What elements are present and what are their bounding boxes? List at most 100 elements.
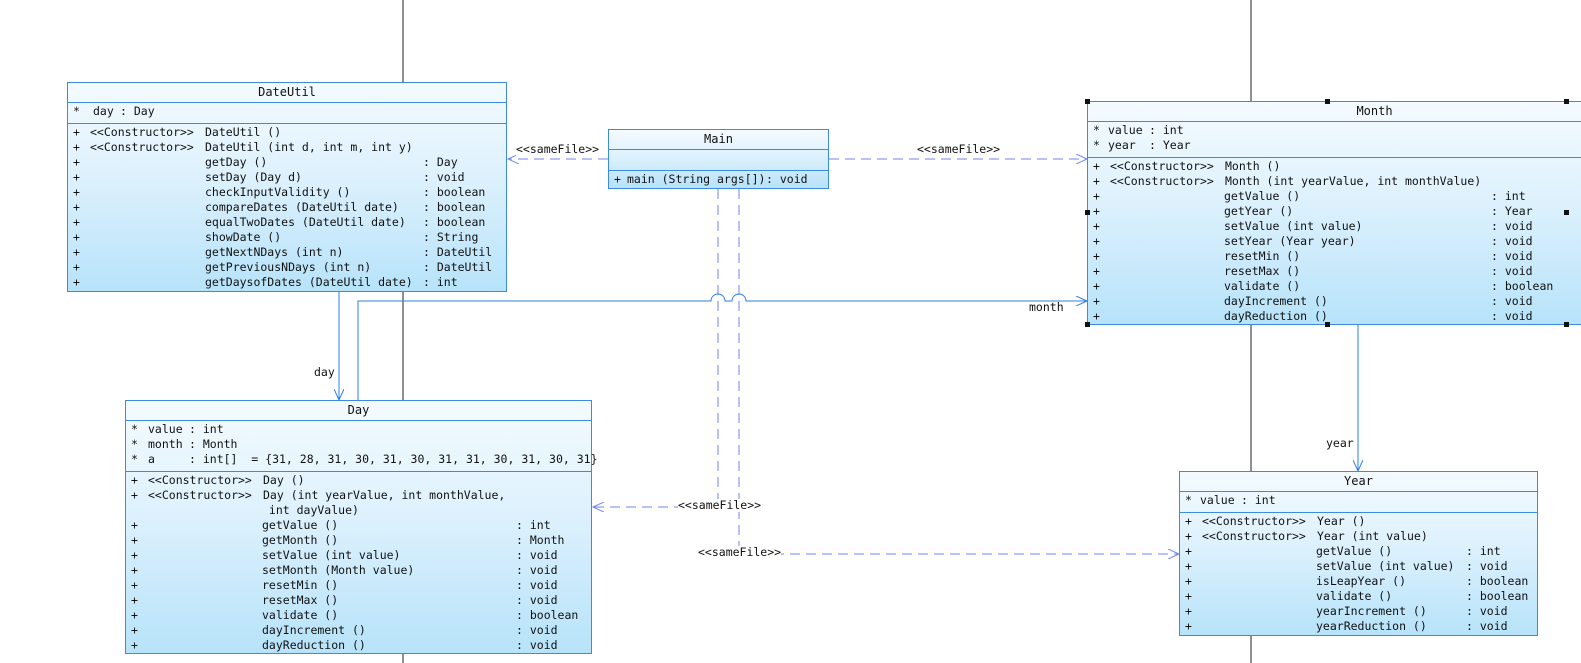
return-type: : void (516, 623, 558, 637)
return-type: : void (766, 172, 808, 186)
operation-row[interactable]: +setDay (Day d): void (68, 170, 506, 185)
return-type: : void (516, 638, 558, 652)
attribute-name: day (93, 104, 114, 118)
return-type: : int (423, 275, 458, 289)
visibility-marker: * (131, 437, 138, 451)
operation-row[interactable]: +resetMin (): void (126, 578, 591, 593)
selection-handle[interactable] (1325, 99, 1330, 104)
selection-handle[interactable] (1564, 99, 1569, 104)
operation-row[interactable]: +getDaysofDates (DateUtil date): int (68, 275, 506, 290)
visibility-marker: + (131, 638, 138, 652)
operation-row[interactable]: +yearReduction (): void (1180, 619, 1537, 634)
operation-signature: Year (int value) (1317, 529, 1428, 543)
operation-row[interactable]: +main (String args[]): void (609, 172, 828, 187)
attribute-row[interactable]: *value: int (1088, 123, 1581, 138)
dependency-main-year[interactable] (738, 189, 1179, 554)
class-month[interactable]: Month *value: int*year: Year +<<Construc… (1087, 101, 1581, 325)
operation-row[interactable]: +dayIncrement (): void (1088, 294, 1581, 309)
selection-handle[interactable] (1564, 322, 1569, 327)
operation-row[interactable]: +compareDates (DateUtil date): boolean (68, 200, 506, 215)
operation-row[interactable]: +setValue (int value): void (1088, 219, 1581, 234)
operation-row[interactable]: +yearIncrement (): void (1180, 604, 1537, 619)
class-name: Main (609, 130, 828, 150)
role-label-year: year (1326, 436, 1354, 450)
class-main[interactable]: Main +main (String args[]): void (608, 129, 829, 189)
attribute-row[interactable]: *year: Year (1088, 138, 1581, 153)
visibility-marker: + (1185, 544, 1192, 558)
attribute-name: a (148, 452, 155, 466)
visibility-marker: * (73, 104, 80, 118)
operation-row[interactable]: +<<Constructor>>DateUtil (int d, int m, … (68, 140, 506, 155)
visibility-marker: + (73, 140, 80, 154)
operation-row[interactable]: +<<Constructor>>Year () (1180, 514, 1537, 529)
operation-row[interactable]: +setValue (int value): void (1180, 559, 1537, 574)
attribute-row[interactable]: *month: Month (126, 437, 591, 452)
visibility-marker: + (1093, 249, 1100, 263)
visibility-marker: + (131, 548, 138, 562)
operation-row[interactable]: +dayReduction (): void (1088, 309, 1581, 324)
operation-row[interactable]: +equalTwoDates (DateUtil date): boolean (68, 215, 506, 230)
operation-row[interactable]: +getValue (): int (126, 518, 591, 533)
attribute-row[interactable]: *a: int[] = {31, 28, 31, 30, 31, 30, 31,… (126, 452, 598, 467)
visibility-marker: + (1185, 559, 1192, 573)
operation-row[interactable]: +isLeapYear (): boolean (1180, 574, 1537, 589)
operation-row[interactable]: +getPreviousNDays (int n): DateUtil (68, 260, 506, 275)
operation-row[interactable]: int dayValue) (126, 503, 591, 518)
attribute-row[interactable]: * day : Day (68, 104, 506, 119)
operation-row[interactable]: +<<Constructor>>Month () (1088, 159, 1581, 174)
class-name: Year (1180, 472, 1537, 492)
operation-row[interactable]: +resetMin (): void (1088, 249, 1581, 264)
operation-row[interactable]: +resetMax (): void (1088, 264, 1581, 279)
operation-row[interactable]: +getYear (): Year (1088, 204, 1581, 219)
operation-row[interactable]: +getValue (): int (1088, 189, 1581, 204)
dependency-main-day[interactable] (593, 189, 719, 507)
attribute-type: : int (1241, 493, 1276, 507)
operation-row[interactable]: +setYear (Year year): void (1088, 234, 1581, 249)
operation-row[interactable]: +dayIncrement (): void (126, 623, 591, 638)
return-type: : int (516, 518, 551, 532)
class-dateutil[interactable]: DateUtil *day: Day +<<Constructor>>DateU… (67, 82, 507, 292)
selection-handle[interactable] (1325, 322, 1330, 327)
class-day[interactable]: Day *value: int*month: Month*a: int[] = … (125, 400, 598, 654)
operation-row[interactable]: +getMonth (): Month (126, 533, 591, 548)
selection-handle[interactable] (1085, 99, 1090, 104)
operation-row[interactable]: +showDate (): String (68, 230, 506, 245)
association-day-month[interactable] (357, 293, 1087, 401)
operation-signature: Day (int yearValue, int monthValue, (263, 488, 506, 502)
visibility-marker: + (1185, 574, 1192, 588)
return-type: : void (1466, 604, 1508, 618)
operation-row[interactable]: +getNextNDays (int n): DateUtil (68, 245, 506, 260)
stereotype: <<Constructor>> (1202, 529, 1306, 543)
selection-handle[interactable] (1564, 210, 1569, 215)
operation-row[interactable]: +<<Constructor>>Year (int value) (1180, 529, 1537, 544)
operation-row[interactable]: +dayReduction (): void (126, 638, 591, 653)
selection-handle[interactable] (1085, 210, 1090, 215)
class-year[interactable]: Year *value: int +<<Constructor>>Year ()… (1179, 471, 1538, 636)
attribute-row[interactable]: *value: int (126, 422, 591, 437)
visibility-marker: + (131, 563, 138, 577)
operation-row[interactable]: +resetMax (): void (126, 593, 591, 608)
operation-signature: Month (int yearValue, int monthValue) (1225, 174, 1482, 188)
operation-row[interactable]: +validate (): boolean (1180, 589, 1537, 604)
operation-row[interactable]: +getValue (): int (1180, 544, 1537, 559)
visibility-marker: + (131, 488, 138, 502)
selection-handle[interactable] (1085, 322, 1090, 327)
return-type: : int (1466, 544, 1501, 558)
return-type: : int (1491, 189, 1526, 203)
operation-row[interactable]: +<<Constructor>>Day (int yearValue, int … (126, 488, 591, 503)
class-name: Month (1088, 102, 1581, 122)
operation-row[interactable]: +checkInputValidity (): boolean (68, 185, 506, 200)
attribute-row[interactable]: *value: int (1180, 493, 1537, 508)
operation-row[interactable]: +<<Constructor>>Day () (126, 473, 591, 488)
operation-row[interactable]: +validate (): boolean (126, 608, 591, 623)
operation-row[interactable]: +<<Constructor>>Month (int yearValue, in… (1088, 174, 1581, 189)
operation-row[interactable]: +setMonth (Month value): void (126, 563, 591, 578)
operation-signature: yearReduction () (1316, 619, 1427, 633)
operation-row[interactable]: +validate (): boolean (1088, 279, 1581, 294)
operation-row[interactable]: +getDay (): Day (68, 155, 506, 170)
operations-section: +<<Constructor>>Year () + <<Constructor>> Y… (1180, 513, 1537, 636)
attribute-type: : Month (189, 437, 238, 451)
operation-row[interactable]: +<<Constructor>>DateUtil () (68, 125, 506, 140)
attribute-type: : Day (120, 104, 155, 118)
operation-row[interactable]: +setValue (int value): void (126, 548, 591, 563)
